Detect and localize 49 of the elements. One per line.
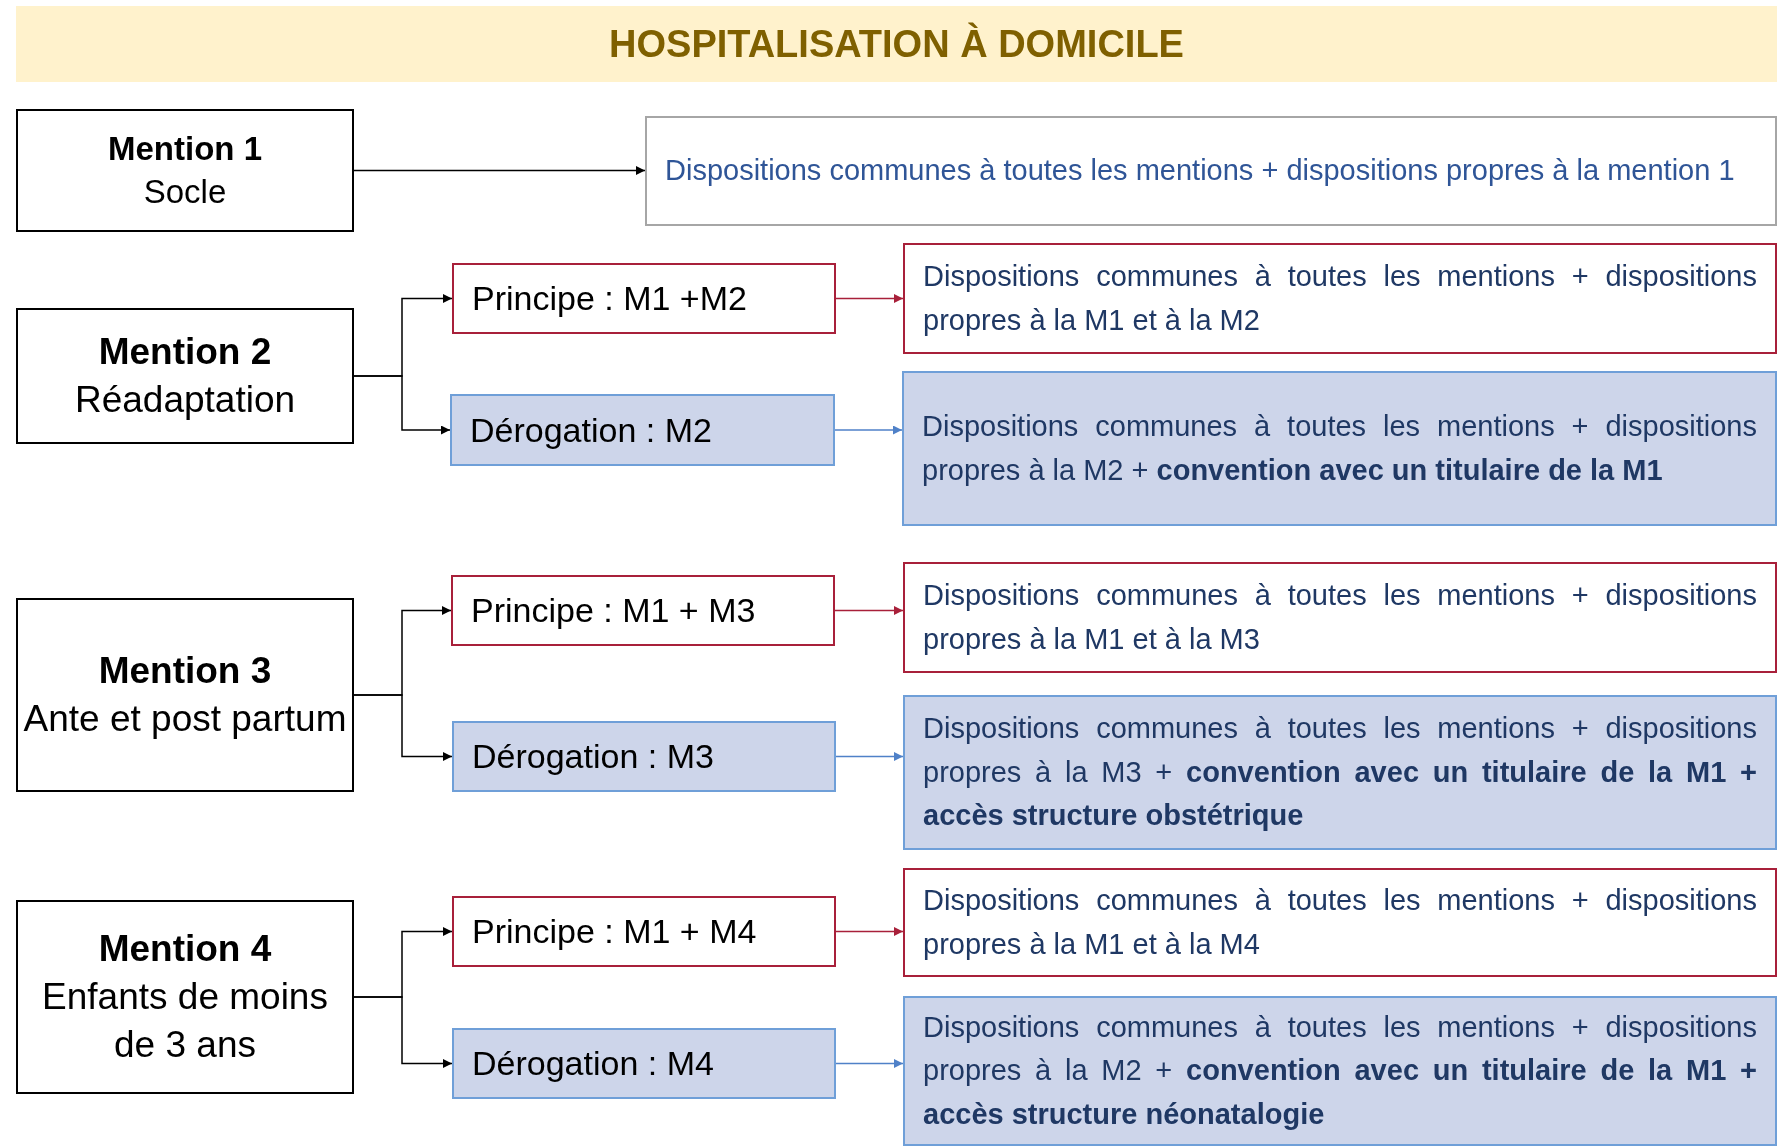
description-box xyxy=(903,695,1777,850)
box-heading: Mention 4 xyxy=(98,926,272,971)
box-heading: Mention 2 xyxy=(98,329,272,374)
box-text: Dispositions communes à toutes les mentions + dispositions propres à la M1 et à la M3 xyxy=(923,578,1757,657)
mention-box xyxy=(16,900,354,1094)
arrow xyxy=(835,1059,904,1068)
option-box xyxy=(451,575,835,646)
box-text: Principe : M1 +M2 xyxy=(472,279,748,318)
option-box xyxy=(452,1028,836,1099)
box-heading: Mention 3 xyxy=(98,648,272,693)
description-box xyxy=(903,996,1777,1146)
box-text: Enfants de moins de 3 ans xyxy=(41,974,329,1068)
box-text: Socle xyxy=(143,171,227,212)
box-text: Principe : M1 + M4 xyxy=(472,912,758,951)
option-box xyxy=(452,263,836,334)
box-text: Ante et post partum xyxy=(23,697,347,741)
arrow xyxy=(353,166,646,175)
box-text: Dispositions communes à toutes les mentions + dispositions propres à la M2 + convention avec un titulaire de la M1 + accès structure néonatalogie xyxy=(923,1009,1757,1132)
description-box xyxy=(902,371,1777,526)
description-box xyxy=(645,116,1777,226)
arrow xyxy=(834,606,904,615)
arrow xyxy=(353,375,451,435)
box-text: Dispositions communes à toutes les mentions + dispositions propres à la M2 + convention avec un titulaire de la M1 xyxy=(922,409,1757,488)
box-text: Dérogation : M4 xyxy=(472,1044,715,1083)
option-box xyxy=(452,896,836,967)
option-box xyxy=(452,721,836,792)
box-text: Principe : M1 + M3 xyxy=(471,591,757,630)
title-banner: HOSPITALISATION À DOMICILE xyxy=(16,6,1777,82)
arrow xyxy=(353,694,453,761)
mention-box xyxy=(16,308,354,444)
box-text: Dérogation : M2 xyxy=(470,410,713,450)
arrow xyxy=(353,996,453,1068)
box-text: Dispositions communes à toutes les mentions + dispositions propres à la mention 1 xyxy=(665,153,1736,189)
option-box xyxy=(450,394,835,466)
box-text: Réadaptation xyxy=(74,378,296,422)
description-box xyxy=(903,243,1777,354)
arrow xyxy=(835,752,904,761)
box-text: Dispositions communes à toutes les mentions + dispositions propres à la M3 + convention avec un titulaire de la M1 + accès structure obstétrique xyxy=(923,711,1757,834)
mention-box xyxy=(16,598,354,792)
box-heading: Mention 1 xyxy=(108,128,262,169)
description-box xyxy=(903,562,1777,673)
box-text: Dérogation : M3 xyxy=(472,737,715,776)
description-box xyxy=(903,868,1777,977)
arrow xyxy=(834,425,903,435)
box-text: Dispositions communes à toutes les mentions + dispositions propres à la M1 et à la M4 xyxy=(923,883,1757,962)
arrow xyxy=(835,294,904,303)
box-text: Dispositions communes à toutes les mentions + dispositions propres à la M1 et à la M2 xyxy=(923,259,1757,338)
arrow xyxy=(835,927,904,936)
mention-box xyxy=(16,109,354,232)
